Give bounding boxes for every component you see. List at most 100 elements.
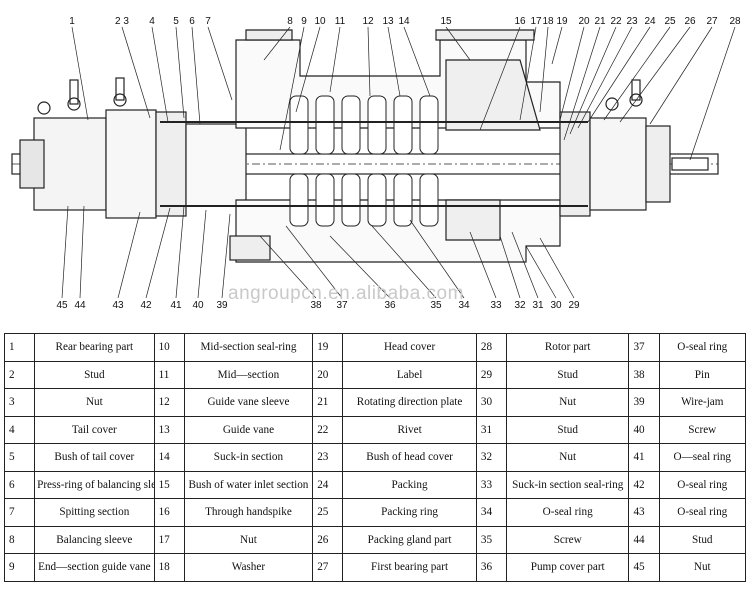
- callout-leader-line: [71, 26, 89, 121]
- part-name-cell: O-seal ring: [658, 470, 747, 499]
- part-number-cell: 30: [475, 388, 507, 417]
- callout-leader-line: [689, 26, 736, 161]
- callout-number: 33: [490, 300, 502, 311]
- callout-leader-line: [559, 26, 585, 121]
- callout-leader-line: [61, 205, 69, 299]
- part-number-cell: 29: [475, 360, 507, 389]
- part-name-cell: O-seal ring: [658, 333, 747, 362]
- callout-number: 38: [310, 300, 322, 311]
- callout-number: 11: [335, 16, 346, 27]
- callout-leader-line: [207, 26, 233, 101]
- callout-leader-line: [539, 237, 575, 299]
- part-number-cell: 26: [312, 525, 344, 554]
- part-name-cell: Stud: [505, 415, 630, 444]
- callout-number: 25: [664, 16, 676, 27]
- callout-leader-line: [79, 205, 85, 299]
- part-name-cell: Mid-section seal-ring: [183, 333, 314, 362]
- part-number-cell: 24: [312, 470, 344, 499]
- part-name-cell: Bush of head cover: [342, 443, 477, 472]
- callout-leader-line: [145, 207, 171, 299]
- callout-number: 9: [301, 16, 307, 27]
- callout-number: 5: [173, 16, 179, 27]
- part-name-cell: Pump cover part: [505, 553, 630, 582]
- part-number-cell: 27: [312, 553, 344, 582]
- callout-number: 34: [458, 300, 470, 311]
- part-name-cell: Spitting section: [34, 498, 155, 527]
- callout-number: 45: [56, 300, 68, 311]
- callout-number: 1: [69, 16, 75, 27]
- callout-number: 14: [398, 16, 410, 27]
- part-number-cell: 21: [312, 388, 344, 417]
- part-number-cell: 44: [628, 525, 660, 554]
- part-name-cell: Screw: [658, 415, 747, 444]
- callout-leader-line: [603, 26, 671, 121]
- part-name-cell: Through handspike: [183, 498, 314, 527]
- part-name-cell: O-seal ring: [505, 498, 630, 527]
- callout-leader-line: [587, 26, 651, 123]
- callout-leader-line: [263, 26, 291, 61]
- part-name-cell: Nut: [183, 525, 314, 554]
- callout-number: 23: [626, 16, 638, 27]
- watermark-text: angroupcn.en.alibaba.com: [228, 283, 464, 304]
- callout-number: 30: [550, 300, 562, 311]
- callout-leader-line: [387, 26, 401, 97]
- callout-leader-line: [445, 26, 471, 61]
- callout-leader-line: [551, 26, 563, 65]
- callout-number: 4: [149, 16, 155, 27]
- callout-leader-line: [367, 26, 371, 97]
- callout-number: 20: [578, 16, 590, 27]
- callout-number: 40: [192, 300, 204, 311]
- part-number-cell: 39: [628, 388, 660, 417]
- part-number-cell: 28: [475, 333, 507, 362]
- part-number-cell: 10: [153, 333, 185, 362]
- callout-leader-line: [329, 235, 391, 299]
- callout-leader-line: [329, 26, 341, 93]
- part-number-cell: 12: [153, 388, 185, 417]
- callout-leader-line: [403, 26, 431, 97]
- part-number-cell: 35: [475, 525, 507, 554]
- callout-number: 26: [684, 16, 696, 27]
- callout-number: 27: [706, 16, 718, 27]
- part-number-cell: 5: [3, 443, 36, 472]
- part-name-cell: Rivet: [342, 415, 477, 444]
- part-name-cell: Pin: [658, 360, 747, 389]
- part-name-cell: Stud: [505, 360, 630, 389]
- callout-number: 7: [205, 16, 211, 27]
- callout-number: 15: [440, 16, 452, 27]
- part-number-cell: 40: [628, 415, 660, 444]
- callout-leader-line: [197, 209, 207, 299]
- part-name-cell: Balancing sleeve: [34, 525, 155, 554]
- callout-leader-line: [563, 26, 601, 141]
- part-number-cell: 4: [3, 415, 36, 444]
- part-name-cell: Nut: [505, 443, 630, 472]
- callout-number: 35: [430, 300, 442, 311]
- part-name-cell: Washer: [183, 553, 314, 582]
- part-name-cell: Nut: [34, 388, 155, 417]
- callout-leader-line: [151, 26, 169, 123]
- part-number-cell: 9: [3, 553, 36, 582]
- callout-number: 37: [336, 300, 348, 311]
- callout-leader-line: [175, 205, 185, 299]
- callout-leader-line: [539, 26, 549, 113]
- part-number-cell: 2: [3, 360, 36, 389]
- part-number-cell: 42: [628, 470, 660, 499]
- callout-number: 21: [594, 16, 606, 27]
- part-number-cell: 38: [628, 360, 660, 389]
- part-number-cell: 32: [475, 443, 507, 472]
- part-number-cell: 19: [312, 333, 344, 362]
- callout-number: 43: [112, 300, 124, 311]
- part-number-cell: 3: [3, 388, 36, 417]
- callout-leader-line: [569, 26, 617, 135]
- callout-leader-line: [619, 26, 691, 123]
- callout-number: 12: [362, 16, 374, 27]
- part-number-cell: 23: [312, 443, 344, 472]
- part-number-cell: 16: [153, 498, 185, 527]
- callout-leader-line: [409, 219, 465, 299]
